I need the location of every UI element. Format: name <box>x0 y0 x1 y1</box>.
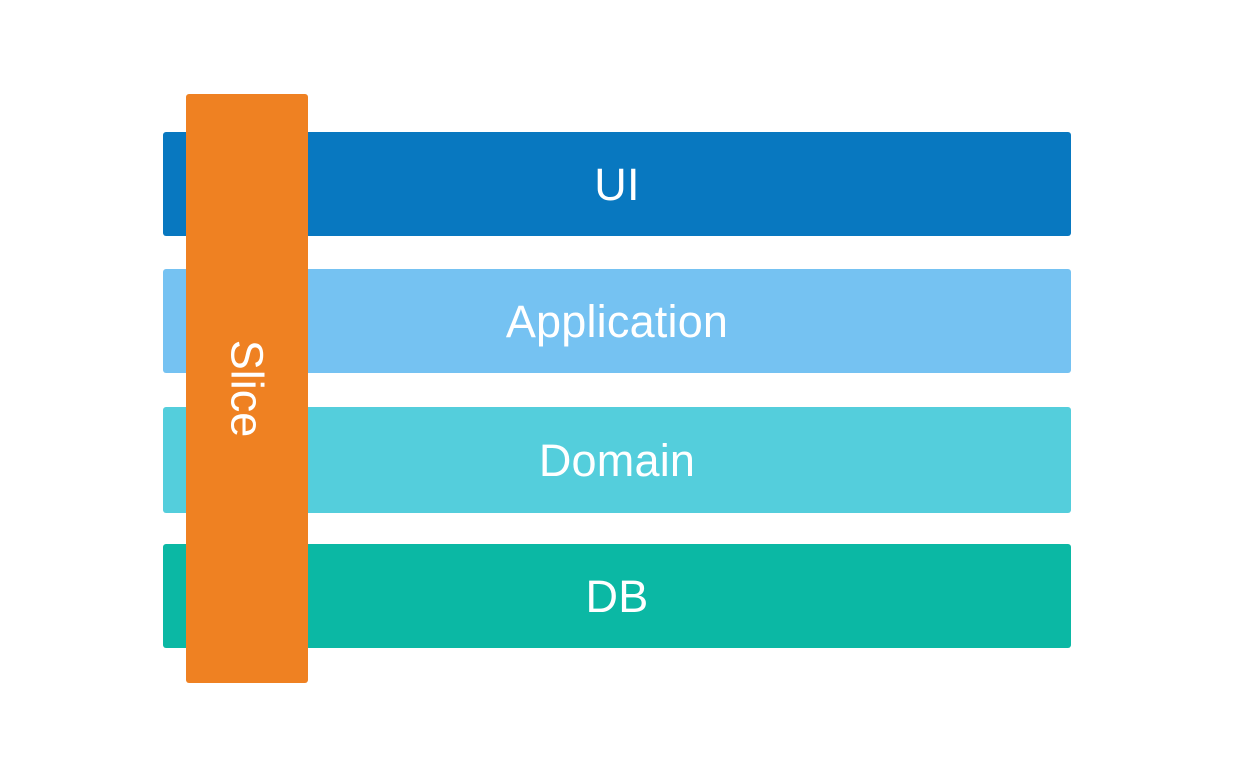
layer-bar-domain: Domain <box>163 407 1071 513</box>
layer-bar-db: DB <box>163 544 1071 648</box>
layer-bar-application: Application <box>163 269 1071 373</box>
layer-label-application: Application <box>505 295 729 347</box>
layer-label-db: DB <box>585 570 649 622</box>
layer-label-ui: UI <box>594 158 640 210</box>
layer-label-domain: Domain <box>538 434 696 486</box>
vertical-slice-bar: Slice <box>186 94 308 683</box>
layer-bar-ui: UI <box>163 132 1071 236</box>
vertical-slice-label: Slice <box>221 339 273 438</box>
